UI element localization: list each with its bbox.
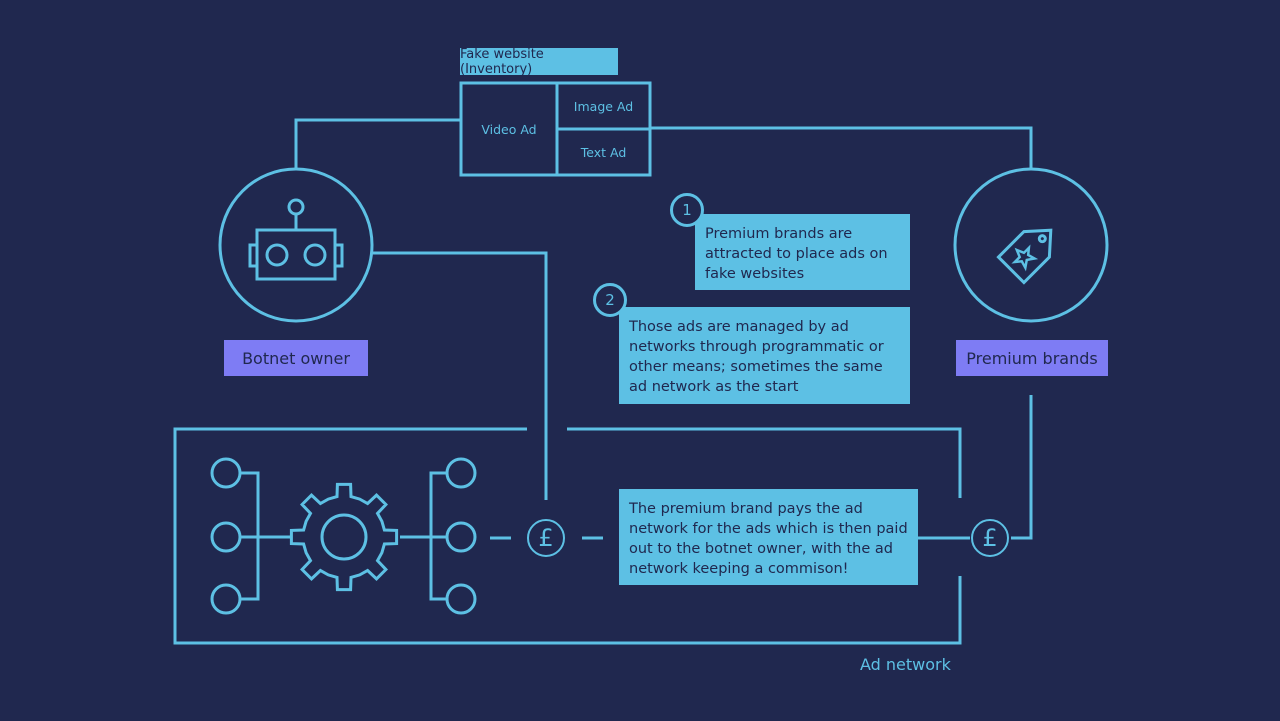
inventory-title: Fake website (Inventory) [460, 47, 618, 77]
step-2-note: Those ads are managed by ad networks thr… [619, 307, 910, 404]
robot-icon [248, 198, 344, 281]
text-ad-cell: Text Ad [580, 144, 627, 160]
pound-icon-left: £ [527, 519, 565, 557]
price-tag-star-icon [996, 228, 1053, 285]
step-2-badge: 2 [593, 283, 627, 317]
payment-note: The premium brand pays the ad network fo… [619, 489, 918, 585]
gear-icon [289, 482, 399, 592]
premium-brands-circle [953, 167, 1109, 323]
premium-brands-label: Premium brands [956, 340, 1108, 376]
step-1-badge: 1 [670, 193, 704, 227]
inventory-brands-connector [650, 126, 1033, 168]
brands-pound-connector [1011, 395, 1033, 540]
botnet-inventory-connector [294, 118, 461, 168]
step-1-note: Premium brands are attracted to place ad… [695, 214, 910, 290]
ad-network-frame-left [173, 427, 962, 645]
botnet-owner-circle [218, 167, 374, 323]
video-ad-cell: Video Ad [481, 121, 537, 137]
ad-network-frame-top [567, 427, 962, 498]
botnet-owner-label: Botnet owner [224, 340, 368, 376]
pound-icon-right: £ [971, 519, 1009, 557]
network-nodes-icon [210, 457, 477, 615]
image-ad-cell: Image Ad [573, 98, 634, 114]
botnet-pound-connector [373, 251, 548, 500]
ad-network-label: Ad network [860, 655, 951, 674]
